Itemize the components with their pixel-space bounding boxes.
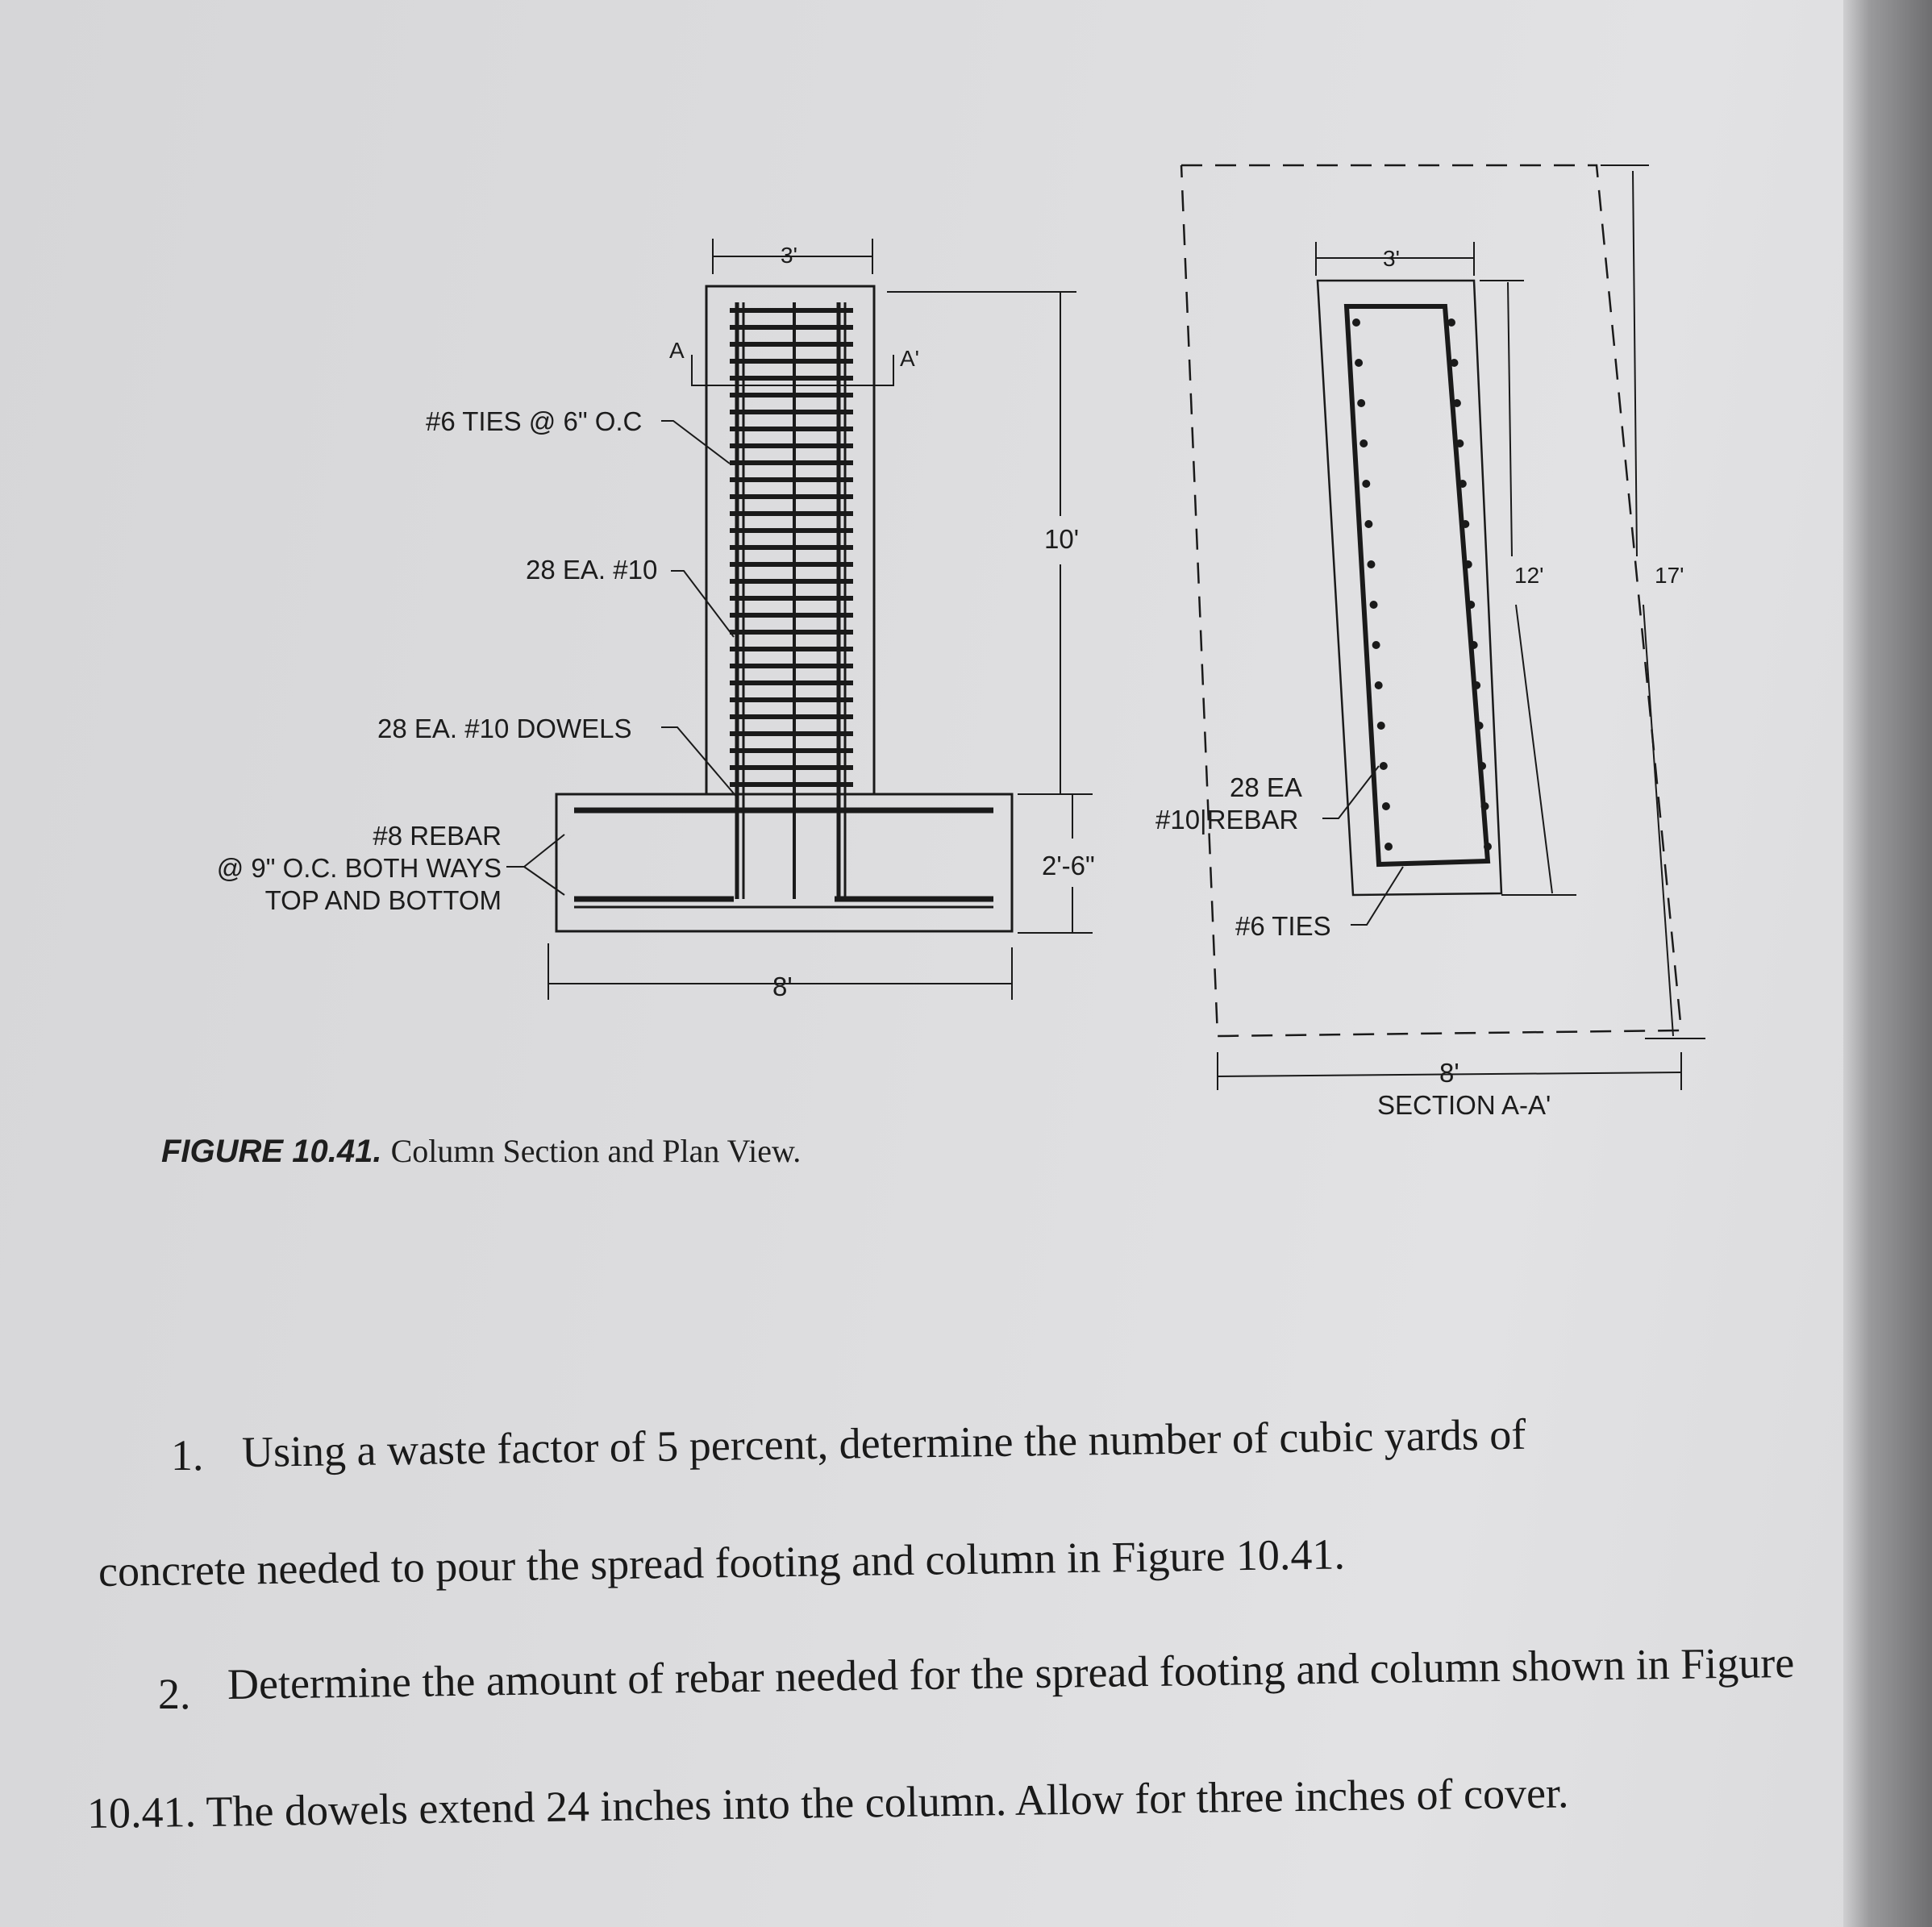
plan-rebar-dots	[1352, 318, 1492, 851]
plan-footing-length-dim: 17'	[1655, 563, 1684, 588]
plan-bar-dot	[1367, 560, 1376, 568]
plan-bar-dot	[1355, 359, 1364, 367]
plan-column-width-dim: 3'	[1383, 246, 1400, 271]
plan-bar-dot	[1381, 802, 1390, 810]
plan-bar-dot	[1458, 480, 1467, 488]
section-title: SECTION A-A'	[1377, 1090, 1551, 1120]
plan-bar-dot	[1475, 722, 1484, 730]
plan-bar-dot	[1372, 641, 1380, 649]
caption-prefix: FIGURE 10.41.	[161, 1134, 382, 1169]
plan-bar-dot	[1376, 722, 1385, 730]
plan-bar-dot	[1461, 520, 1470, 528]
plan-rebar-label-line2: #10|REBAR	[1155, 805, 1298, 834]
plan-bar-dot	[1480, 802, 1489, 810]
plan-bar-dot	[1469, 641, 1478, 649]
plan-footing-width-dim: 8'	[1439, 1058, 1459, 1088]
plan-bar-dot	[1357, 399, 1366, 407]
plan-bar-dot	[1455, 439, 1464, 447]
question-2-number: 2.	[158, 1670, 191, 1718]
footing-outline	[555, 793, 1014, 933]
question-1-number: 1.	[171, 1431, 204, 1480]
caption-text: Column Section and Plan View.	[390, 1133, 802, 1169]
plan-rebar-label-line1: 28 EA	[1230, 772, 1302, 802]
plan-column-length-dim: 12'	[1514, 563, 1544, 588]
figure-caption: FIGURE 10.41. Column Section and Plan Vi…	[161, 1132, 801, 1170]
footing-rebar-line1: #8 REBAR	[373, 821, 502, 851]
column-width-dim: 3'	[781, 243, 797, 268]
plan-bar-dot	[1472, 681, 1481, 689]
plan-bar-dot	[1369, 601, 1378, 609]
plan-bar-dot	[1464, 560, 1472, 568]
plan-ties-label: #6 TIES	[1235, 911, 1331, 941]
plan-bar-dot	[1364, 520, 1373, 528]
footing-rebar-line3: TOP AND BOTTOM	[265, 885, 502, 915]
plan-bar-dot	[1452, 399, 1461, 407]
bars-label: 28 EA. #10	[526, 555, 657, 585]
plan-bar-dot	[1359, 439, 1368, 447]
ties-label: #6 TIES @ 6" O.C	[426, 406, 642, 436]
column-ties	[730, 308, 853, 787]
footing-depth-dim: 2'-6"	[1042, 851, 1095, 880]
footing-rebar-line2: @ 9" O.C. BOTH WAYS	[217, 853, 502, 883]
column-height-dim: 10'	[1044, 524, 1079, 554]
dowels-label: 28 EA. #10 DOWELS	[377, 714, 631, 743]
plan-bar-dot	[1352, 318, 1360, 327]
section-mark-a: A	[669, 338, 685, 363]
plan-bar-dot	[1374, 681, 1383, 689]
plan-bar-dot	[1384, 843, 1393, 851]
footing-width-dim: 8'	[772, 972, 793, 1001]
section-mark-a-prime: A'	[900, 346, 919, 371]
plan-bar-dot	[1447, 318, 1455, 327]
plan-bar-dot	[1379, 762, 1388, 770]
plan-bar-dot	[1450, 359, 1459, 367]
page-edge-shadow	[1843, 0, 1932, 1927]
plan-bar-dot	[1467, 601, 1476, 609]
plan-bar-dot	[1484, 843, 1492, 851]
plan-bar-dot	[1362, 480, 1371, 488]
plan-bar-dot	[1478, 762, 1487, 770]
